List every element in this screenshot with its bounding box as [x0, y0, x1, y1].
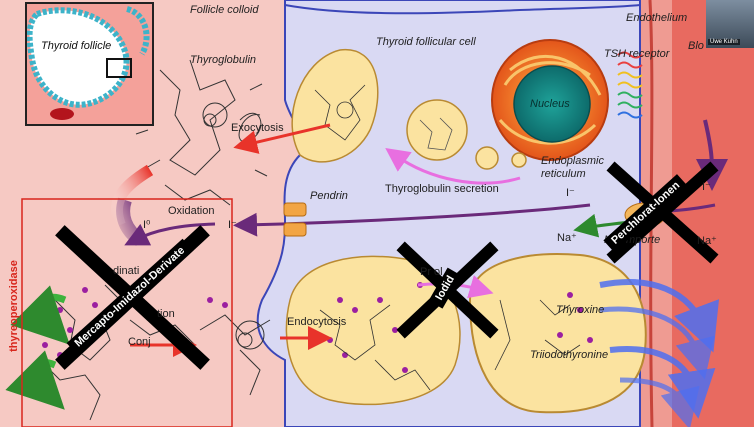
thyroxine-label: Thyroxine	[556, 304, 605, 316]
secretion-vesicle-large	[406, 99, 468, 161]
endocytosis-label: Endocytosis	[287, 316, 347, 328]
thyreoperoxidase-box	[21, 198, 233, 427]
follicle-inset-drawing	[27, 4, 152, 124]
exocytosis-vesicle	[291, 49, 379, 163]
iodination-label: dinati	[113, 265, 140, 277]
endocytosed-thyroglobulin	[319, 299, 581, 391]
iodine-zero-label: I⁰	[143, 219, 151, 231]
er-folds	[498, 54, 602, 145]
inhibition-x-right	[606, 161, 719, 264]
conjugation-label: Conj	[128, 336, 151, 348]
iodide-ion-right-label: I⁻	[702, 181, 711, 193]
sodium-left-label: Na⁺	[557, 232, 577, 244]
tsh-receptor	[617, 51, 643, 119]
thyroxine-release-arrow-2	[599, 306, 715, 380]
thyroid-follicle-inset: Thyroid follicle	[25, 2, 154, 126]
secretion-vesicle-small	[511, 152, 527, 168]
thyroxine-release-arrow	[599, 279, 720, 353]
blood-label: Blo	[688, 40, 704, 52]
endocytosis-vesicle	[285, 255, 461, 406]
nucleus	[513, 65, 591, 143]
secretion-arrow	[385, 148, 521, 185]
t3-release-arrow	[609, 346, 716, 419]
blood-vessel-wall	[672, 0, 754, 427]
t3-release-arrow-2	[619, 377, 700, 427]
webcam-name-label: Uwe Kuhn	[708, 39, 740, 45]
triiodothyronine-label: Triiodothyronine	[530, 349, 609, 361]
green-swoosh-2	[5, 350, 65, 410]
vesicle-thyroglobulin	[314, 84, 366, 141]
endothelium-membrane	[648, 0, 654, 427]
exocytosis-label: Exocytosis	[231, 122, 284, 134]
iodide-ion-label: I⁻	[566, 187, 575, 199]
thyroglobulin-label: Thyroglobulin	[190, 54, 257, 66]
follicle-colloid-label: Follicle colloid	[190, 4, 259, 16]
nucleus-label: Nucleus	[530, 98, 570, 110]
oxidation-red-swoosh	[110, 164, 154, 228]
exocytosis-arrow	[233, 123, 331, 154]
oxidation-label: Oxidation	[168, 205, 215, 217]
pendrin-transporter	[283, 202, 307, 237]
thyroid-follicular-cell-label: Thyroid follicular cell	[376, 36, 476, 48]
conjugation-label-2: tion	[157, 308, 175, 320]
endoplasmic-label: Endoplasmic	[541, 155, 604, 167]
pendrin-label: Pendrin	[310, 190, 348, 202]
iodide-small-label: I⁻	[228, 219, 237, 231]
secretion-vesicle-medium	[475, 146, 499, 170]
thyreoperoxidase-label: thyreoperoxidase	[8, 260, 20, 352]
thyroglobulin-secretion-label: Thyroglobulin secretion	[385, 183, 499, 195]
reticulum-label: reticulum	[541, 168, 586, 180]
tsh-receptor-label: TSH receptor	[604, 48, 670, 60]
thyroid-follicle-label: Thyroid follicle	[41, 40, 112, 52]
green-swoosh-1	[10, 285, 70, 345]
webcam-thumbnail[interactable]: Uwe Kuhn	[706, 0, 754, 48]
secretion-thyroglobulin	[419, 117, 453, 151]
cell-top-membrane	[284, 4, 641, 15]
sodium-right-label: Na⁺	[697, 235, 717, 247]
iodine-release-swoosh	[116, 197, 145, 246]
endothelium-label: Endothelium	[626, 12, 688, 24]
